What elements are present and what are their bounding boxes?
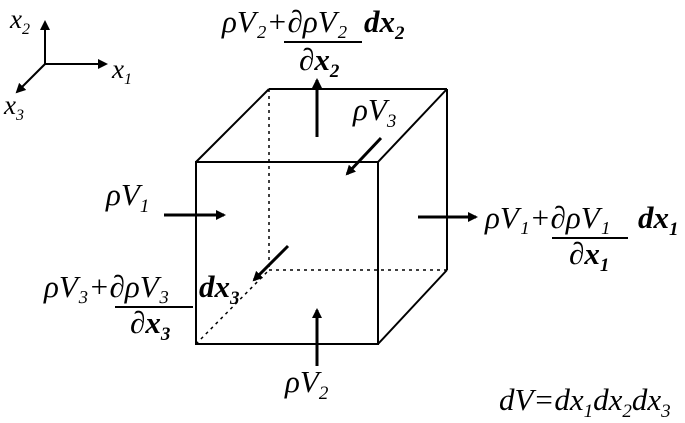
flux-arrows bbox=[164, 78, 478, 366]
inflow-3-arrow bbox=[345, 136, 383, 176]
x3-axis-label: x3 bbox=[3, 90, 24, 124]
outflow-2-differential: dx2 bbox=[364, 4, 405, 44]
outflow-3-numerator: ρV₃+∂ρV₃ bbox=[43, 269, 169, 304]
outflow-2-numerator: ρV₂+∂ρV₂ bbox=[221, 4, 348, 39]
outflow-1-numerator: ρV₁+∂ρV₁ bbox=[484, 200, 610, 235]
outflow-3-denominator: ∂x3 bbox=[130, 305, 170, 345]
x3-axis-line bbox=[15, 63, 46, 94]
cube-hidden-edge bbox=[195, 269, 270, 345]
outflow-1-denominator: ∂x1 bbox=[569, 236, 609, 276]
inflow-1-label: ρV1 bbox=[105, 177, 149, 217]
x1-axis-label: x1 bbox=[111, 54, 132, 88]
cube-edge bbox=[195, 88, 270, 163]
outflow-3-expression: ρV₃+∂ρV₃ dx3 ∂x3 bbox=[43, 269, 240, 345]
volume-element-equation: dV=dx1dx2dx3 bbox=[499, 382, 671, 422]
outflow-1-differential: dx1 bbox=[638, 200, 679, 240]
outflow-2-denominator: ∂x2 bbox=[299, 42, 340, 82]
outflow-3-differential: dx3 bbox=[199, 269, 240, 309]
x2-axis-label: x2 bbox=[9, 4, 30, 38]
cube-edge bbox=[377, 269, 448, 345]
outflow-1-expression: ρV₁+∂ρV₁ dx1 ∂x1 bbox=[484, 200, 679, 276]
control-volume-cube bbox=[195, 88, 448, 345]
inflow-3-label: ρV3 bbox=[352, 92, 396, 132]
inflow-2-label: ρV2 bbox=[284, 364, 329, 404]
coordinate-axes: x2 x1 x3 bbox=[3, 4, 132, 124]
cube-front-face bbox=[195, 161, 379, 345]
outflow-2-expression: ρV₂+∂ρV₂ dx2 ∂x2 bbox=[221, 4, 405, 82]
outflow-3-arrow bbox=[252, 244, 290, 282]
cube-edge bbox=[377, 88, 448, 163]
